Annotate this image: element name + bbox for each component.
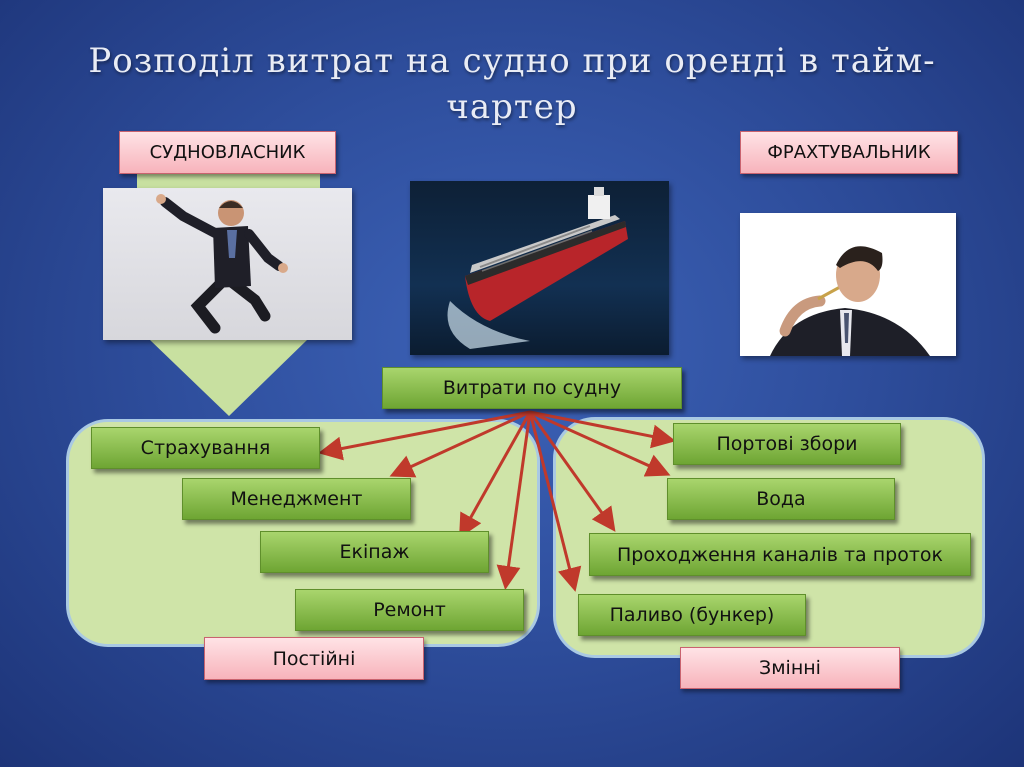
ship-costs-box: Витрати по судну [382,367,682,409]
jumping-businessman-icon [156,194,288,334]
charterer-label: ФРАХТУВАЛЬНИК [740,131,958,174]
cost-item-repair: Ремонт [295,589,524,631]
arrow-to-canals [528,411,616,532]
tanker-ship-icon [447,187,628,349]
cost-item-insurance: Страхування [91,427,320,469]
arrow-to-fuel [528,411,582,592]
variable-costs-label: Змінні [680,647,900,689]
arrow-to-water [529,410,671,477]
ship-photo [410,181,669,355]
charterer-photo [740,213,956,356]
owner-label: СУДНОВЛАСНИК [119,131,336,174]
arrow-to-management [389,410,531,478]
cost-item-crew: Екіпаж [260,531,489,573]
cost-item-water: Вода [667,478,895,520]
fixed-costs-label: Постійні [204,637,424,680]
cost-item-management: Менеджмент [182,478,411,520]
cost-item-fuel: Паливо (бункер) [578,594,806,636]
thinking-businessman-icon [770,246,930,356]
cost-item-port-fees: Портові збори [673,423,901,465]
arrow-to-port-fees [529,410,676,449]
arrow-to-crew [459,411,532,539]
arrow-to-insurance [318,410,531,461]
arrow-to-repair [496,411,532,590]
cost-item-canals: Проходження каналів та проток [589,533,971,576]
slide-title: Розподіл витрат на судно при оренді в та… [88,41,936,127]
owner-photo [103,188,352,340]
